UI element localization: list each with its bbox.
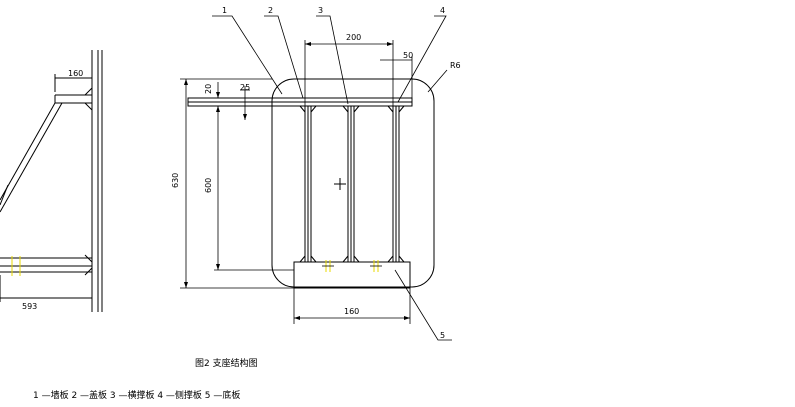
arrowheads	[184, 42, 410, 320]
dim-radius: R6	[450, 61, 461, 70]
callout-1: 1	[222, 6, 227, 15]
dim-plate-b: 25	[240, 83, 250, 92]
left-weld-marks	[11, 256, 21, 276]
parts-legend: 1 —墙板 2 —盖板 3 —横撑板 4 —侧撑板 5 —底板	[33, 389, 240, 401]
callout-5: 5	[440, 331, 445, 340]
dim-right-small: 50	[403, 51, 413, 60]
dim-bottom-width: 160	[344, 307, 359, 316]
figure-caption: 图2 支座结构图	[195, 357, 258, 369]
dimension-lines	[180, 40, 413, 324]
callout-2: 2	[268, 6, 273, 15]
callout-leaders	[212, 15, 452, 341]
main-view	[187, 78, 435, 289]
dim-overall-height: 630	[171, 173, 180, 188]
callout-3: 3	[318, 6, 323, 15]
dim-left-bottom: 593	[22, 302, 37, 311]
left-side-view	[0, 50, 103, 312]
dim-top-span: 200	[346, 33, 361, 42]
dim-plate-a: 20	[204, 84, 213, 94]
callout-4: 4	[440, 6, 445, 15]
dim-left-top: 160	[68, 69, 83, 78]
dim-inner-height: 600	[204, 178, 213, 193]
